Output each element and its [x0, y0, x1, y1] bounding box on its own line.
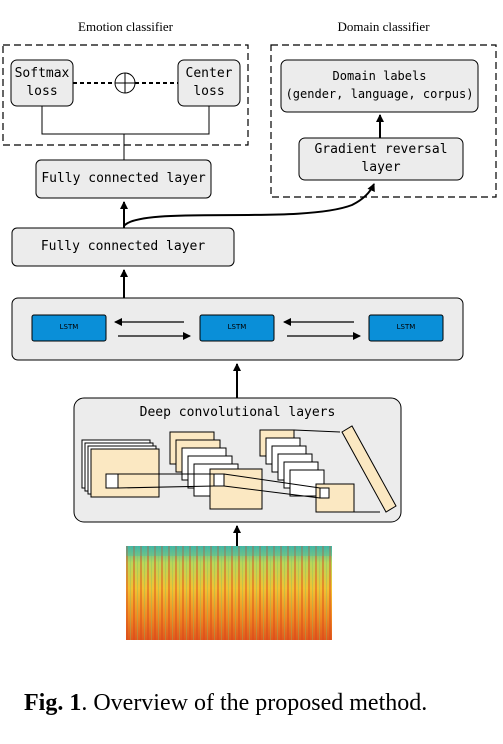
center-loss-line-2: loss	[193, 84, 225, 99]
circled-plus-icon	[114, 72, 136, 94]
domain-labels-box	[280, 59, 479, 113]
softmax-loss-label: Softmax loss	[11, 65, 73, 101]
gradient-reversal-line-1: Gradient reversal	[314, 142, 448, 157]
center-loss-line-1: Center	[185, 66, 233, 81]
feature-map-stack-3	[259, 429, 355, 513]
arrow-fc-to-grl	[123, 183, 375, 227]
lstm-label-2: LSTM	[227, 323, 247, 331]
caption-text: . Overview of the proposed method.	[81, 690, 428, 716]
emotion-classifier-group	[2, 44, 249, 146]
domain-classifier-group	[270, 44, 497, 198]
loss-bracket	[41, 106, 210, 135]
softmax-loss-line-1: Softmax	[14, 66, 70, 81]
lstm-cell-2	[199, 314, 275, 342]
flatten-vector	[341, 425, 397, 513]
feature-map-stack-2	[169, 431, 263, 510]
softmax-loss-line-2: loss	[26, 84, 58, 99]
fc-bottom-label: Fully connected layer	[40, 239, 206, 254]
feature-map-stack-1	[81, 439, 160, 498]
center-loss-label: Center loss	[178, 65, 240, 101]
lstm-label-1: LSTM	[59, 323, 79, 331]
domain-classifier-title: Domain classifier	[337, 19, 430, 34]
fc-top-box	[35, 159, 212, 199]
gradient-reversal-line-2: layer	[361, 160, 401, 175]
domain-labels-label: Domain labels (gender, language, corpus)	[281, 67, 478, 103]
fc-top-label: Fully connected layer	[41, 171, 206, 186]
conv-label: Deep convolutional layers	[139, 405, 336, 420]
lstm-label-3: LSTM	[396, 323, 416, 331]
gradient-reversal-label: Gradient reversal layer	[299, 141, 463, 177]
spectrogram-image	[126, 546, 332, 640]
caption-figure-label: Fig. 1	[24, 690, 82, 716]
lstm-cell-1	[31, 314, 107, 342]
domain-labels-line-1: Domain labels	[332, 69, 427, 83]
projection-lines	[117, 429, 380, 513]
domain-labels-line-2: (gender, language, corpus)	[285, 87, 474, 101]
figure-caption: Fig. 1. Overview of the proposed method.	[24, 690, 484, 717]
emotion-classifier-title: Emotion classifier	[78, 19, 173, 34]
lstm-cell-3	[368, 314, 444, 342]
